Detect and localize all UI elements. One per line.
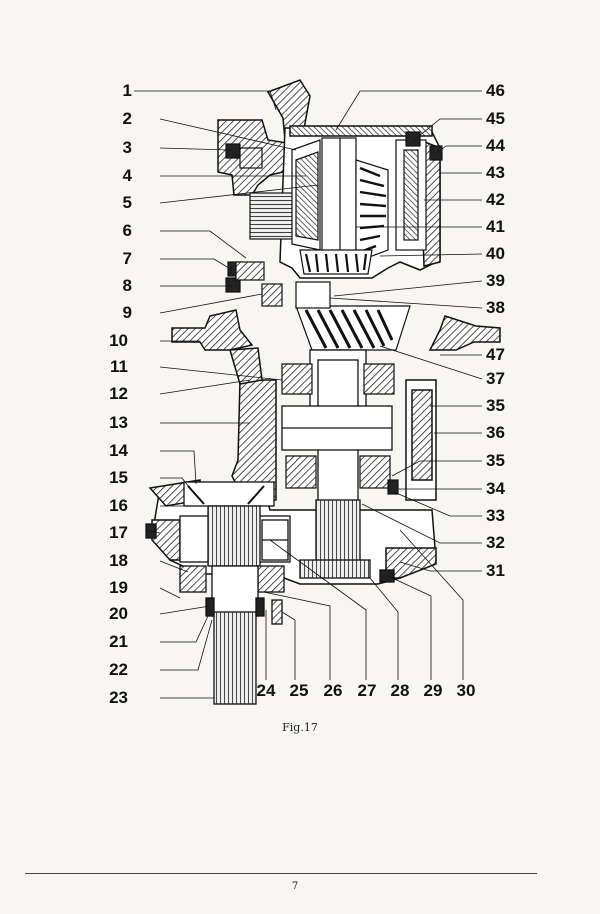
figure-caption: Fig.17 (282, 721, 318, 734)
callout-label: 8 (122, 276, 132, 295)
callout-label: 6 (122, 221, 132, 240)
callout-label: 15 (109, 468, 128, 487)
callout-label: 21 (109, 632, 128, 651)
hypoid-gear (261, 281, 411, 351)
callout-label: 19 (109, 578, 128, 597)
callout-label: 25 (289, 681, 309, 700)
callout-label: 47 (486, 345, 505, 364)
bolts-top (225, 131, 443, 293)
upper-bearings (235, 147, 265, 281)
callout-label: 36 (486, 423, 505, 442)
callout-label: 13 (109, 413, 128, 432)
callout-label: 11 (110, 357, 128, 376)
callout-label: 14 (109, 441, 128, 460)
callout-label: 43 (486, 163, 505, 182)
main-shaft (281, 349, 393, 579)
leader-lines (134, 90, 483, 699)
callout-label: 23 (109, 688, 128, 707)
callout-label: 16 (109, 496, 128, 515)
callout-label: 4 (122, 166, 132, 185)
footer-divider (25, 873, 537, 874)
callout-label: 2 (122, 109, 132, 128)
callout-label: 3 (122, 138, 132, 157)
callout-label: 5 (122, 193, 132, 212)
callout-label: 35 (486, 451, 505, 470)
callout-label: 22 (109, 660, 128, 679)
callout-label: 18 (109, 551, 128, 570)
callout-label: 33 (486, 506, 505, 525)
callout-label: 37 (486, 369, 505, 388)
callout-label: 40 (486, 244, 505, 263)
callout-label: 30 (456, 681, 476, 700)
bevel-gear-set (291, 137, 427, 275)
callout-label: 39 (486, 271, 505, 290)
callout-label: 20 (109, 604, 128, 623)
callout-label: 12 (109, 384, 128, 403)
page-number: 7 (291, 881, 299, 892)
callout-label: 26 (323, 681, 343, 700)
output-gear-cluster (145, 481, 395, 593)
callout-label: 27 (357, 681, 377, 700)
callout-label: 41 (486, 217, 505, 236)
callout-label: 38 (486, 298, 505, 317)
spline-shaft-upper (249, 192, 297, 240)
callout-label: 29 (423, 681, 443, 700)
callout-label: 28 (390, 681, 410, 700)
main-bearings (281, 363, 399, 495)
callout-label: 45 (486, 109, 505, 128)
callout-label: 24 (256, 681, 276, 700)
callout-label: 32 (486, 533, 505, 552)
callout-label: 44 (486, 136, 505, 155)
callout-label: 7 (122, 249, 132, 268)
callout-label: 34 (486, 479, 505, 498)
callout-label: 46 (486, 81, 505, 100)
output-shaft (205, 565, 283, 705)
bevel-teeth-right (355, 159, 389, 263)
callout-label: 9 (122, 303, 132, 322)
callout-label: 17 (109, 523, 128, 542)
callout-label: 35 (486, 396, 505, 415)
callout-label: 31 (486, 561, 505, 580)
callout-label: 1 (122, 81, 132, 100)
callout-label: 10 (109, 331, 128, 350)
callout-label: 42 (486, 190, 505, 209)
